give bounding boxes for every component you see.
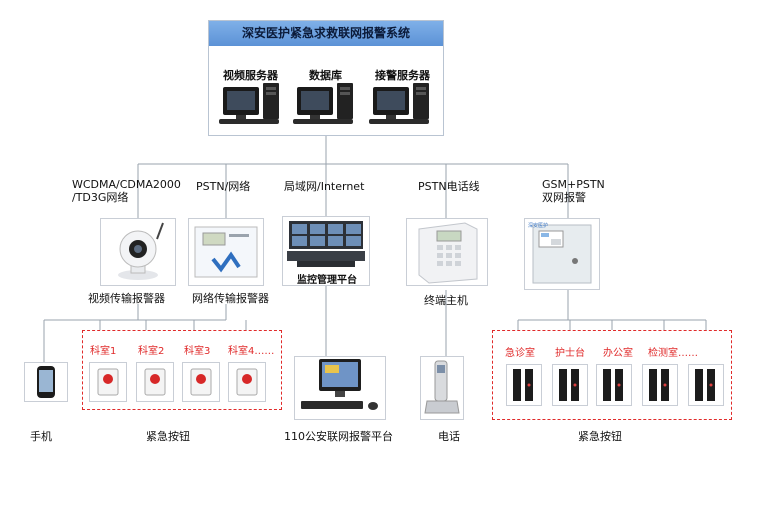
ward-label-1: 急诊室: [505, 348, 535, 359]
conn-label-lan: 局域网/Internet: [284, 180, 365, 193]
mobile-phone-device: [24, 362, 68, 402]
video-alarm-label: 视频传输报警器: [88, 292, 165, 305]
ip-camera-icon: [118, 222, 164, 280]
panic-button-icon: [144, 368, 166, 396]
door-sensor-icon: [559, 369, 579, 401]
panic-button-icon: [236, 368, 258, 396]
ward-buttons-group: [492, 330, 732, 420]
conn-label-3g: WCDMA/CDMA2000 /TD3G网络: [72, 178, 181, 204]
ward-sensor-5: [688, 364, 724, 406]
network-alarm-device: [188, 218, 264, 286]
police-platform-label: 110公安联网报警平台: [284, 430, 393, 443]
phone-label: 手机: [30, 430, 52, 443]
panic-button-icon: [190, 368, 212, 396]
ward-buttons-label: 紧急按钮: [578, 430, 622, 443]
terminal-host-device: [406, 218, 488, 286]
server-label-alarm: 接警服务器: [375, 69, 430, 82]
ward-sensor-3: [596, 364, 632, 406]
room-label-3: 科室3: [184, 346, 211, 357]
conn-label-pstn-network: PSTN/网络: [196, 180, 251, 193]
keypad-panel-icon: [418, 222, 478, 284]
door-sensor-icon: [695, 369, 715, 401]
gsm-alarm-panel-icon: [532, 224, 592, 284]
emergency-button-3: [182, 362, 220, 402]
room-buttons-label: 紧急按钮: [146, 430, 190, 443]
panic-button-icon: [97, 368, 119, 396]
desktop-computer-icon: [301, 359, 378, 410]
terminal-host-label: 终端主机: [424, 294, 468, 307]
room-label-4: 科室4……: [228, 346, 275, 357]
door-sensor-icon: [603, 369, 623, 401]
mobile-phone-icon: [37, 366, 55, 398]
database-server-computer-icon: [293, 83, 353, 124]
door-sensor-icon: [649, 369, 669, 401]
monitoring-platform: 监控管理平台: [282, 216, 370, 286]
emergency-button-2: [136, 362, 174, 402]
emergency-button-4: [228, 362, 266, 402]
cordless-phone-icon: [424, 360, 460, 414]
network-alarm-panel-icon: [194, 226, 258, 278]
emergency-button-1: [89, 362, 127, 402]
system-box: 深安医护紧急求救联网报警系统 视频服务器 数据库 接警服务器: [208, 20, 444, 136]
ward-sensor-1: [506, 364, 542, 406]
gsm-panel-brand: 深安医护: [528, 223, 549, 229]
ward-sensor-2: [552, 364, 588, 406]
phone-desk-label: 电话: [438, 430, 460, 443]
desk-phone-device: [420, 356, 464, 420]
ward-sensor-4: [642, 364, 678, 406]
system-title: 深安医护紧急求救联网报警系统: [209, 21, 443, 46]
ward-label-4: 检测室……: [648, 348, 698, 359]
video-alarm-device: [100, 218, 176, 286]
server-label-database: 数据库: [309, 69, 342, 82]
door-sensor-icon: [513, 369, 533, 401]
room-buttons-group: [82, 330, 282, 410]
ward-label-3: 办公室: [603, 348, 633, 359]
server-label-video: 视频服务器: [223, 69, 278, 82]
conn-label-pstn-phone: PSTN电话线: [418, 180, 480, 193]
video-server-computer-icon: [219, 83, 279, 124]
room-label-1: 科室1: [90, 346, 117, 357]
police-platform-device: [294, 356, 386, 420]
ward-label-2: 护士台: [555, 348, 585, 359]
conn-label-gsm: GSM+PSTN 双网报警: [542, 178, 605, 204]
network-alarm-label: 网络传输报警器: [192, 292, 269, 305]
alarm-server-computer-icon: [369, 83, 429, 124]
gsm-panel-device: 深安医护: [524, 218, 600, 290]
room-label-2: 科室2: [138, 346, 165, 357]
monitoring-platform-label: 监控管理平台: [297, 275, 357, 286]
monitoring-wall-icon: [287, 221, 365, 267]
